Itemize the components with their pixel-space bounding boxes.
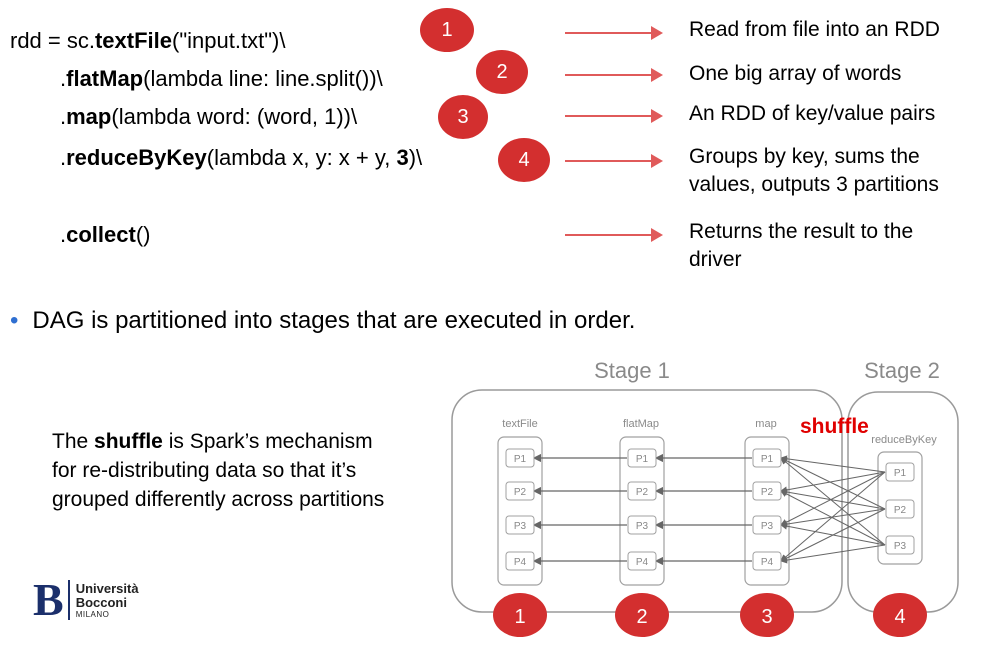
- code-line-2: .flatMap(lambda line: line.split())\: [60, 66, 383, 91]
- code-line-5: .collect(): [60, 222, 151, 247]
- partition-label: P3: [894, 541, 907, 552]
- bullet-point: •DAG is partitioned into stages that are…: [10, 307, 636, 334]
- partition-label: P3: [514, 521, 527, 532]
- partition-label: P1: [894, 468, 907, 479]
- arrow-1: [565, 26, 663, 40]
- stage-badges: 1 2 3 4: [493, 593, 927, 637]
- column-label-reducebykey: reduceByKey: [871, 434, 937, 446]
- description-2: One big array of words: [689, 62, 902, 85]
- partition-label: P3: [761, 521, 774, 532]
- partition-label: P1: [514, 454, 527, 465]
- stage-2-label: Stage 2: [864, 358, 940, 383]
- column-box-map: [744, 436, 790, 586]
- partitions-textfile: P1 P2 P3 P4: [505, 448, 535, 571]
- stage-badge-2: 2: [636, 606, 647, 628]
- stage-badge-4-bg: [873, 593, 927, 637]
- stage-badge-1-bg: [493, 593, 547, 637]
- partition-label: P2: [636, 487, 649, 498]
- bullet-dot-icon: •: [10, 307, 19, 334]
- shuffle-label: shuffle: [800, 415, 869, 438]
- step-badge-2: 2: [476, 50, 528, 94]
- column-box-flatmap: [619, 436, 665, 586]
- stage-badge-3-bg: [740, 593, 794, 637]
- partition-label: P4: [514, 557, 527, 568]
- arrow-2: [565, 68, 663, 82]
- logo-text: Università Bocconi MILANO: [75, 580, 139, 619]
- description-1: Read from file into an RDD: [689, 18, 940, 41]
- description-4: Groups by key, sums the values, outputs …: [689, 145, 939, 196]
- logo-mark: B: [33, 574, 64, 625]
- partitions-map: P1 P2 P3 P4: [752, 448, 782, 571]
- step-badge-3: 3: [438, 95, 488, 139]
- logo-divider: [67, 580, 70, 620]
- partition-label: P3: [636, 521, 649, 532]
- partitions-reducebykey: P1 P2 P3: [885, 462, 915, 555]
- code-line-3: .map(lambda word: (word, 1))\: [60, 104, 358, 129]
- description-5: Returns the result to the driver: [689, 220, 914, 271]
- partition-label: P2: [761, 487, 774, 498]
- partition-label: P4: [761, 557, 774, 568]
- partition-label: P1: [761, 454, 774, 465]
- arrow-4: [565, 154, 663, 168]
- stage-1-label: Stage 1: [594, 358, 670, 383]
- partition-label: P4: [636, 557, 649, 568]
- stage-badge-1: 1: [514, 606, 525, 628]
- partition-label: P2: [514, 487, 527, 498]
- column-label-textfile: textFile: [502, 418, 537, 430]
- stage-badge-3: 3: [761, 606, 772, 628]
- partition-label: P1: [636, 454, 649, 465]
- column-label-flatmap: flatMap: [623, 418, 659, 430]
- column-box-textfile: [497, 436, 543, 586]
- step-badge-4: 4: [498, 138, 550, 182]
- stage-badge-2-bg: [615, 593, 669, 637]
- column-label-map: map: [755, 418, 776, 430]
- partition-label: P2: [894, 505, 907, 516]
- code-line-4: .reduceByKey(lambda x, y: x + y, 3)\: [60, 145, 423, 170]
- partitions-flatmap: P1 P2 P3 P4: [627, 448, 657, 571]
- shuffle-lines: [780, 455, 886, 564]
- narrow-dependency-arrows: [532, 453, 752, 566]
- code-line-1: rdd = sc.textFile("input.txt")\: [10, 28, 286, 53]
- shuffle-explanation: The shuffle is Spark’s mechanism for re-…: [52, 430, 385, 511]
- arrow-3: [565, 109, 663, 123]
- university-logo: B Università Bocconi MILANO: [33, 577, 139, 623]
- step-badge-1: 1: [420, 8, 474, 52]
- description-3: An RDD of key/value pairs: [689, 102, 936, 125]
- stage-badge-4: 4: [894, 606, 905, 628]
- arrow-5: [565, 228, 663, 242]
